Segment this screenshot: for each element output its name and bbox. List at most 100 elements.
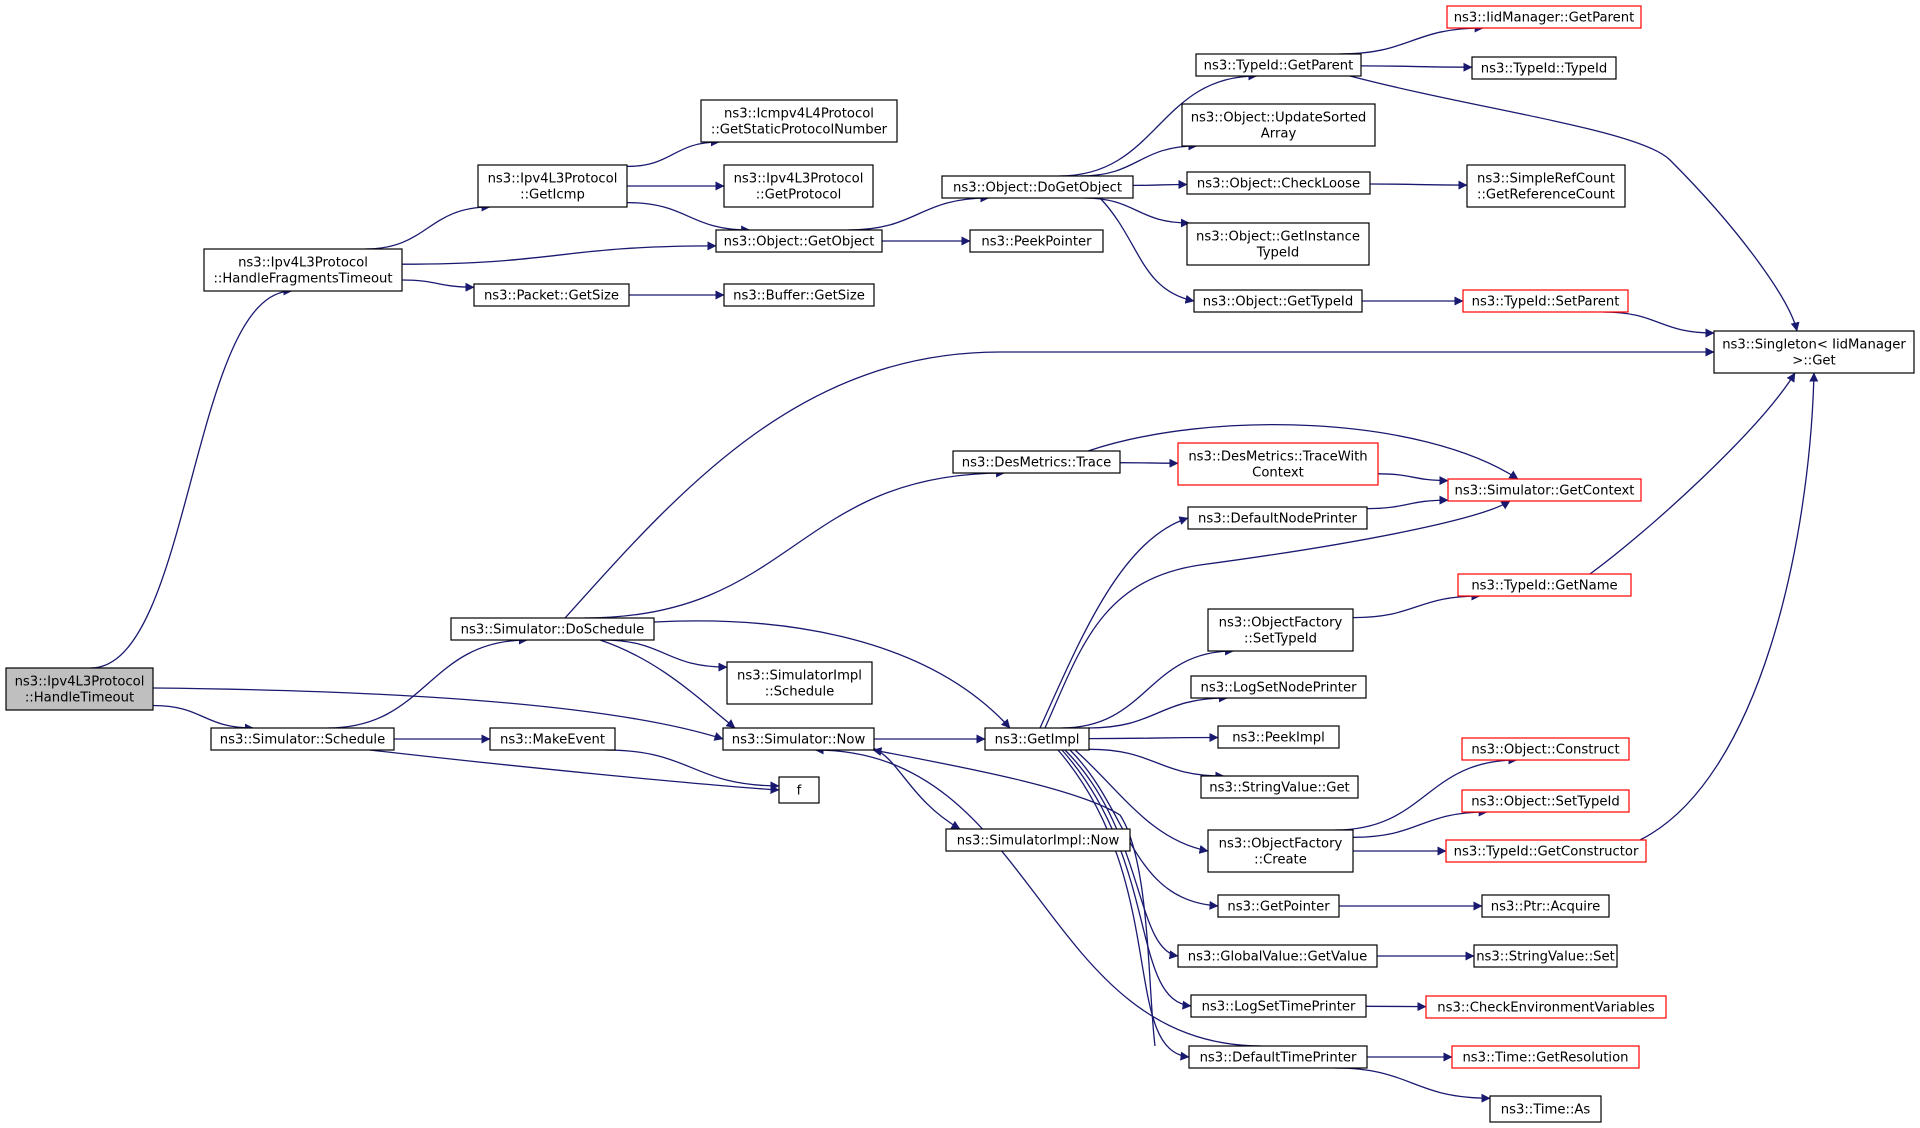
node-box[interactable] <box>1190 994 1367 1018</box>
node-singleton-iid-manager-get[interactable]: ns3::Singleton< IidManager >::Get <box>1713 330 1915 374</box>
node-object-get-typeid[interactable]: ns3::Object::GetTypeId <box>1193 289 1363 313</box>
node-box[interactable] <box>1177 442 1379 486</box>
node-box[interactable] <box>1195 53 1362 77</box>
node-box[interactable] <box>723 164 874 208</box>
node-box[interactable] <box>1186 171 1371 195</box>
node-box[interactable] <box>1471 56 1617 80</box>
node-get-icmp[interactable]: ns3::Ipv4L3Protocol::GetIcmp <box>477 164 628 208</box>
node-global-value-get-value[interactable]: ns3::GlobalValue::GetValue <box>1177 944 1378 968</box>
node-box[interactable] <box>1461 737 1630 761</box>
node-object-get-object[interactable]: ns3::Object::GetObject <box>715 229 883 253</box>
node-box[interactable] <box>726 661 873 705</box>
node-box[interactable] <box>1451 1045 1640 1069</box>
node-peek-impl[interactable]: ns3::PeekImpl <box>1217 725 1340 749</box>
node-box[interactable] <box>723 283 875 307</box>
node-box[interactable] <box>1181 103 1376 147</box>
node-box[interactable] <box>941 175 1134 199</box>
node-make-event[interactable]: ns3::MakeEvent <box>489 727 616 751</box>
node-buffer-get-size[interactable]: ns3::Buffer::GetSize <box>723 283 875 307</box>
node-box[interactable] <box>1447 478 1642 502</box>
node-box[interactable] <box>1217 894 1340 918</box>
node-handle-timeout[interactable]: ns3::Ipv4L3Protocol::HandleTimeout <box>5 667 154 711</box>
node-box[interactable] <box>5 667 154 711</box>
node-box[interactable] <box>722 727 875 751</box>
node-typeid-get-name[interactable]: ns3::TypeId::GetName <box>1457 573 1632 597</box>
node-box[interactable] <box>1446 5 1642 29</box>
node-box[interactable] <box>477 164 628 208</box>
node-object-check-loose[interactable]: ns3::Object::CheckLoose <box>1186 171 1371 195</box>
node-typeid-typeid[interactable]: ns3::TypeId::TypeId <box>1471 56 1617 80</box>
node-box[interactable] <box>1425 995 1667 1019</box>
node-handle-fragments-timeout[interactable]: ns3::Ipv4L3Protocol::HandleFragmentsTime… <box>203 248 403 292</box>
node-default-node-printer[interactable]: ns3::DefaultNodePrinter <box>1187 506 1368 530</box>
node-box[interactable] <box>1188 1045 1368 1069</box>
node-default-time-printer[interactable]: ns3::DefaultTimePrinter <box>1188 1045 1368 1069</box>
node-box[interactable] <box>1186 222 1370 266</box>
node-box[interactable] <box>1207 829 1354 873</box>
node-icmpv4-static-protocol-number[interactable]: ns3::Icmpv4L4Protocol::GetStaticProtocol… <box>700 99 898 143</box>
node-box[interactable] <box>1190 675 1367 699</box>
node-object-construct[interactable]: ns3::Object::Construct <box>1461 737 1630 761</box>
node-typeid-get-parent[interactable]: ns3::TypeId::GetParent <box>1195 53 1362 77</box>
node-simple-ref-count-get-reference-count[interactable]: ns3::SimpleRefCount::GetReferenceCount <box>1466 164 1626 208</box>
node-des-metrics-trace[interactable]: ns3::DesMetrics::Trace <box>952 450 1121 474</box>
node-get-impl[interactable]: ns3::GetImpl <box>984 727 1090 751</box>
node-check-environment-variables[interactable]: ns3::CheckEnvironmentVariables <box>1425 995 1667 1019</box>
node-ipv4-get-protocol[interactable]: ns3::Ipv4L3Protocol::GetProtocol <box>723 164 874 208</box>
node-object-factory-create[interactable]: ns3::ObjectFactory::Create <box>1207 829 1354 873</box>
node-f[interactable]: f <box>778 776 820 804</box>
node-box[interactable] <box>778 776 820 804</box>
node-box[interactable] <box>1466 164 1626 208</box>
node-box[interactable] <box>1481 894 1610 918</box>
node-object-set-typeid[interactable]: ns3::Object::SetTypeId <box>1461 789 1630 813</box>
node-box[interactable] <box>1217 725 1340 749</box>
node-typeid-get-constructor[interactable]: ns3::TypeId::GetConstructor <box>1445 839 1647 863</box>
node-box[interactable] <box>1177 944 1378 968</box>
node-get-pointer[interactable]: ns3::GetPointer <box>1217 894 1340 918</box>
node-simulator-now[interactable]: ns3::Simulator::Now <box>722 727 875 751</box>
node-box[interactable] <box>700 99 898 143</box>
node-log-set-node-printer[interactable]: ns3::LogSetNodePrinter <box>1190 675 1367 699</box>
node-time-get-resolution[interactable]: ns3::Time::GetResolution <box>1451 1045 1640 1069</box>
node-iid-manager-get-parent[interactable]: ns3::IidManager::GetParent <box>1446 5 1642 29</box>
node-ptr-acquire[interactable]: ns3::Ptr::Acquire <box>1481 894 1610 918</box>
node-box[interactable] <box>1187 506 1368 530</box>
node-simulator-do-schedule[interactable]: ns3::Simulator::DoSchedule <box>450 617 655 641</box>
node-simulator-impl-schedule[interactable]: ns3::SimulatorImpl::Schedule <box>726 661 873 705</box>
node-packet-get-size[interactable]: ns3::Packet::GetSize <box>473 283 630 307</box>
node-peek-pointer[interactable]: ns3::PeekPointer <box>969 229 1104 253</box>
node-box[interactable] <box>952 450 1121 474</box>
node-time-as[interactable]: ns3::Time::As <box>1489 1095 1602 1123</box>
node-box[interactable] <box>1445 839 1647 863</box>
node-box[interactable] <box>210 727 395 751</box>
node-box[interactable] <box>1457 573 1632 597</box>
node-box[interactable] <box>203 248 403 292</box>
node-box[interactable] <box>1489 1095 1602 1123</box>
node-object-do-get-object[interactable]: ns3::Object::DoGetObject <box>941 175 1134 199</box>
node-box[interactable] <box>450 617 655 641</box>
node-log-set-time-printer[interactable]: ns3::LogSetTimePrinter <box>1190 994 1367 1018</box>
node-simulator-get-context[interactable]: ns3::Simulator::GetContext <box>1447 478 1642 502</box>
node-object-factory-set-typeid[interactable]: ns3::ObjectFactory::SetTypeId <box>1207 608 1354 652</box>
node-string-value-set[interactable]: ns3::StringValue::Set <box>1473 944 1618 968</box>
node-box[interactable] <box>715 229 883 253</box>
node-box[interactable] <box>1207 608 1354 652</box>
node-box[interactable] <box>1193 289 1363 313</box>
node-typeid-set-parent[interactable]: ns3::TypeId::SetParent <box>1462 289 1629 313</box>
node-box[interactable] <box>969 229 1104 253</box>
node-box[interactable] <box>473 283 630 307</box>
node-simulator-schedule[interactable]: ns3::Simulator::Schedule <box>210 727 395 751</box>
node-box[interactable] <box>984 727 1090 751</box>
node-box[interactable] <box>1473 944 1618 968</box>
node-box[interactable] <box>1461 789 1630 813</box>
node-string-value-get[interactable]: ns3::StringValue::Get <box>1200 775 1359 799</box>
node-box[interactable] <box>1713 330 1915 374</box>
node-box[interactable] <box>489 727 616 751</box>
node-box[interactable] <box>1462 289 1629 313</box>
node-box[interactable] <box>1200 775 1359 799</box>
node-simulator-impl-now[interactable]: ns3::SimulatorImpl::Now <box>945 828 1131 852</box>
node-box[interactable] <box>945 828 1131 852</box>
